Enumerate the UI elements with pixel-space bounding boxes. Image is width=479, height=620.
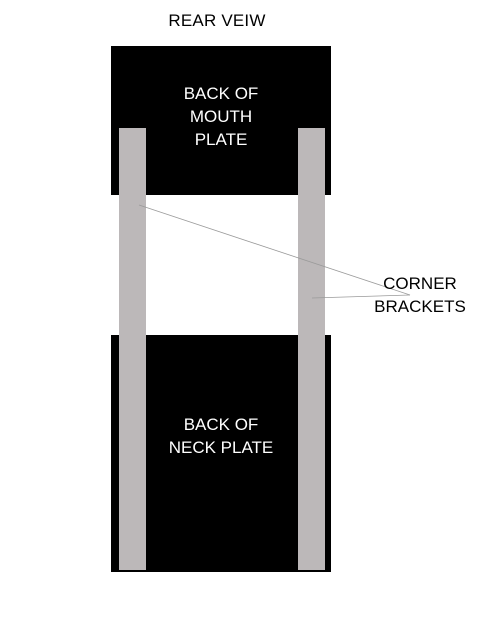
corner-brackets-label: CORNER BRACKETS [374, 274, 466, 316]
left-corner-bracket [119, 128, 146, 570]
mouth-plate: BACK OF MOUTH PLATE [111, 46, 331, 195]
right-corner-bracket [298, 128, 325, 570]
diagram-title: REAR VEIW [168, 11, 266, 30]
neck-plate-label: BACK OF NECK PLATE [168, 415, 274, 457]
mouth-plate-label: BACK OF MOUTH PLATE [183, 84, 259, 149]
neck-plate: BACK OF NECK PLATE [111, 335, 331, 572]
